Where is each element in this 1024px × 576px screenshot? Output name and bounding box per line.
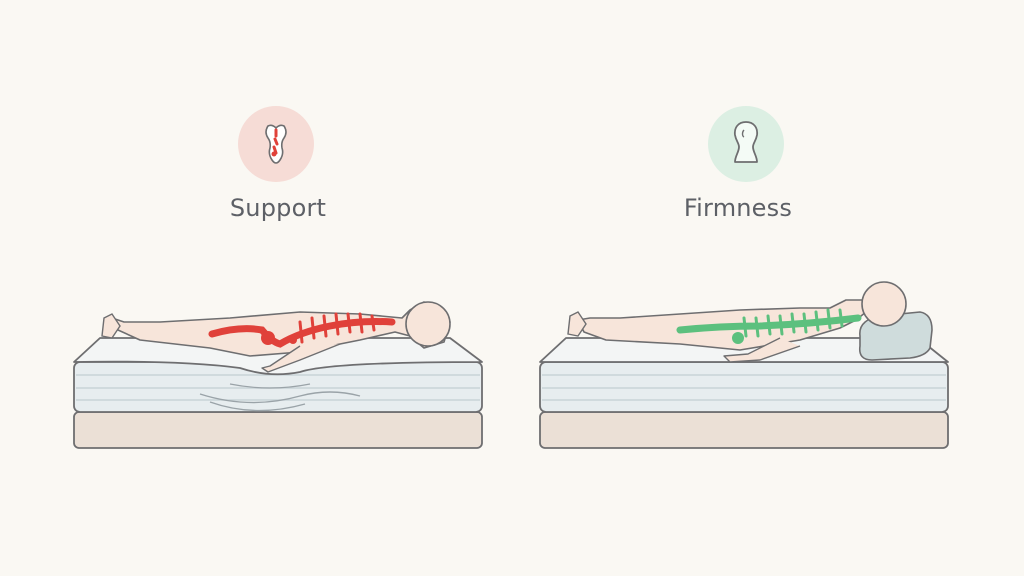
spine-misaligned-icon [238,106,314,182]
left-mattress-top [73,337,483,376]
right-mattress-scene [539,281,949,449]
right-bed-base [539,411,949,449]
right-mattress [539,361,949,413]
left-mattress-scene [73,301,483,449]
left-vertebrae [298,312,376,344]
head-silhouette-icon [708,106,784,182]
left-bed-base [73,411,483,449]
right-vertebrae [742,308,844,338]
panel-title-firmness: Firmness [683,194,793,222]
panel-title-support: Support [229,194,327,222]
